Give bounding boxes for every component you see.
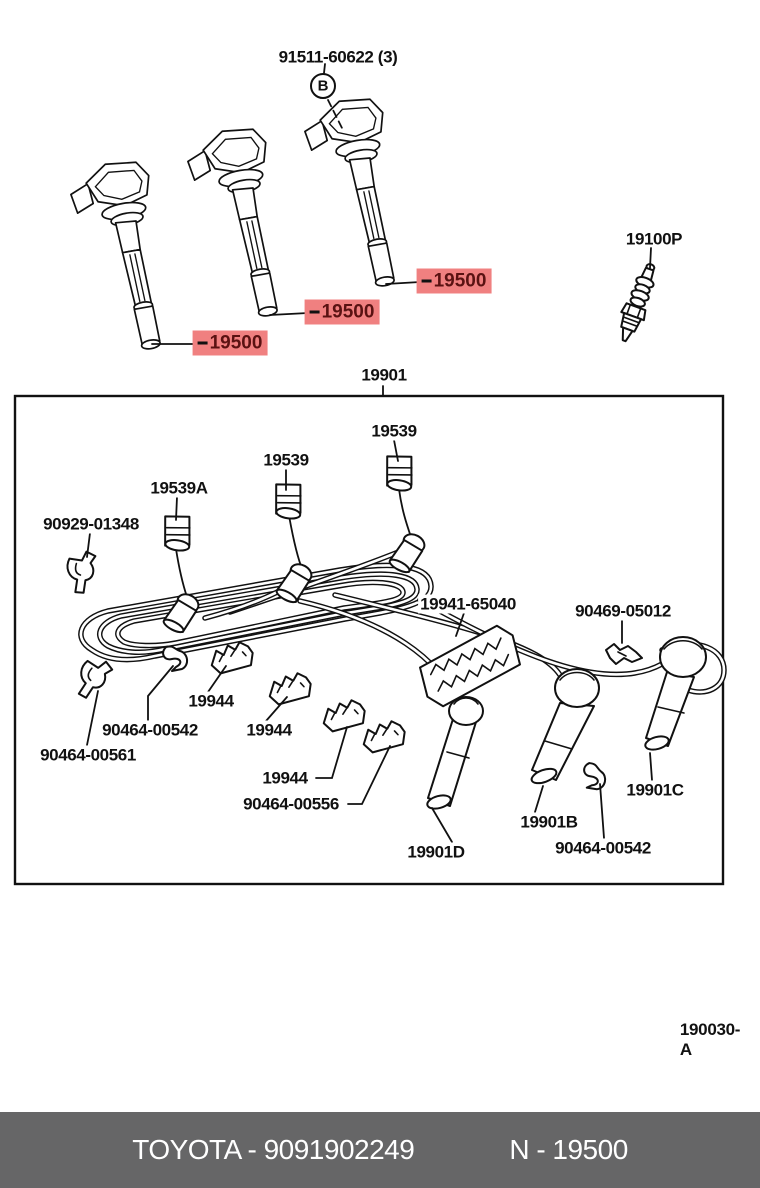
spark-plug: [620, 263, 656, 343]
highlighted-part-19500-2[interactable]: 19500: [304, 299, 380, 325]
part-label-90469-05012: 90469-05012: [573, 601, 673, 621]
clip-90464-00556: [360, 718, 408, 755]
part-label-90464-00542-right: 90464-00542: [553, 838, 653, 858]
spark-plug-label: 19100P: [625, 229, 683, 249]
footer-bar: TOYOTA - 9091902249 N - 19500: [0, 1112, 760, 1188]
part-label-19901b: 19901B: [518, 812, 580, 832]
wire-set-box-frame: [13, 394, 725, 886]
bolt-marker-letter: B: [317, 77, 329, 95]
part-label-19944-1: 19944: [186, 691, 236, 711]
part-label-19901c: 19901C: [624, 780, 686, 800]
clip-90469-05012: [605, 643, 643, 665]
part-label-19941-65040: 19941-65040: [418, 594, 518, 614]
boot-19901c: [644, 636, 707, 751]
clip-19944-3: [320, 697, 368, 734]
part-label-90929-01348: 90929-01348: [41, 514, 141, 534]
highlighted-part-19500-1[interactable]: 19500: [192, 330, 268, 356]
bolt-part-number-label: 91511-60622 (3): [278, 47, 398, 67]
leader-lines: [86, 247, 653, 843]
wire-loops: [78, 562, 434, 663]
part-label-90464-00561: 90464-00561: [38, 745, 138, 765]
part-label-19944-2: 19944: [244, 720, 294, 740]
clip-90464-00561: [73, 655, 115, 704]
part-label-19539a: 19539A: [148, 478, 210, 498]
part-label-90464-00542-left: 90464-00542: [100, 720, 200, 740]
clip-19944-2: [266, 670, 314, 707]
ignition-coil-3: [299, 93, 414, 296]
boot-19901b: [530, 668, 600, 785]
part-label-19944-3: 19944: [260, 768, 310, 788]
boot-19901d: [426, 696, 484, 810]
highlighted-part-19500-3[interactable]: 19500: [416, 268, 492, 294]
grommet-19539a: [159, 512, 195, 553]
part-label-19901d: 19901D: [405, 842, 467, 862]
bracket-19941-65040: [419, 624, 521, 708]
figure-code: 190030-A: [679, 1020, 741, 1059]
part-label-19539-left: 19539: [261, 450, 311, 470]
ignition-coil-2: [182, 123, 297, 326]
part-label-19539-right: 19539: [369, 421, 419, 441]
ignition-coil-1: [65, 156, 180, 359]
part-label-90464-00556: 90464-00556: [241, 794, 341, 814]
grommet-19539-right: [381, 452, 417, 493]
clip-90464-00542-right: [577, 760, 611, 794]
clip-90929-01348: [64, 549, 103, 596]
footer-catalog-number: TOYOTA - 9091902249: [132, 1134, 415, 1165]
bolt-marker-leader: [310, 63, 343, 129]
grommet-19539-left: [270, 480, 306, 521]
footer-part-number: N - 19500: [509, 1134, 628, 1165]
wire-set-assembly-label: 19901: [361, 365, 407, 385]
